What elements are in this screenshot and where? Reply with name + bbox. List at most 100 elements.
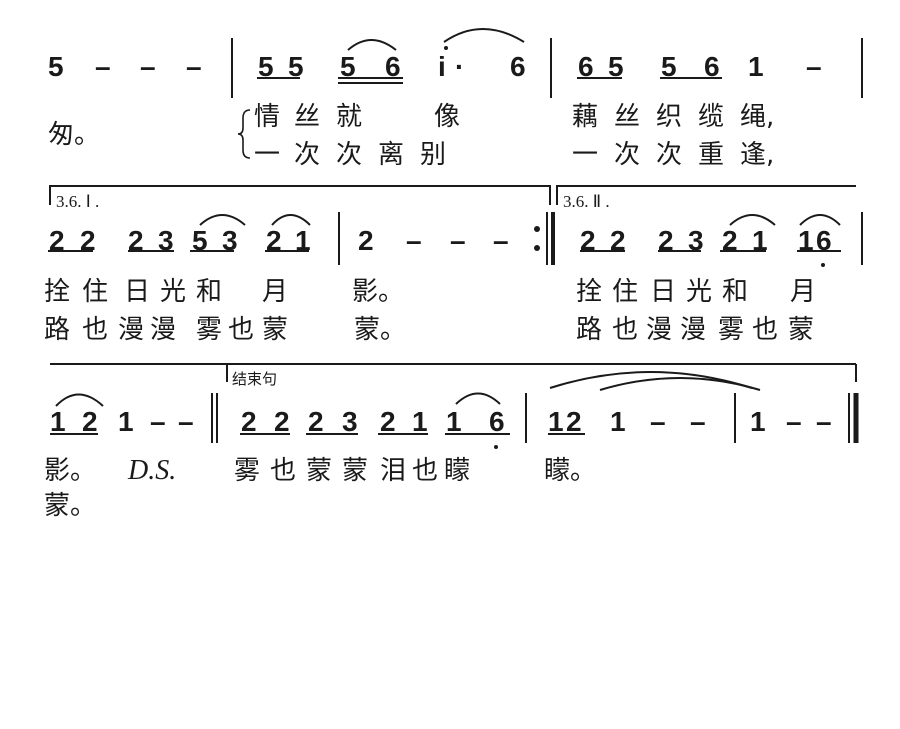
note: 6 — [704, 51, 720, 82]
lyric-char: 也 — [228, 315, 255, 345]
note: 1 — [750, 406, 766, 437]
lyric-char: 也 — [752, 315, 779, 345]
lyric-char: 月 — [262, 277, 289, 307]
note: 1 — [752, 225, 768, 256]
dash-note: – — [806, 51, 822, 82]
lyric-char: 也 — [82, 315, 109, 345]
lyric-char: 日 — [650, 277, 677, 307]
lyric-char: 住 — [612, 277, 639, 307]
lyric-char: 蒙 — [262, 315, 289, 345]
lyric-char: 和 — [196, 277, 223, 307]
octave-dot-below — [821, 263, 825, 267]
note: 1 — [610, 406, 626, 437]
note: 2 — [241, 406, 257, 437]
ending-bracket-1 — [49, 185, 551, 205]
lyric-char: 拴 — [576, 277, 603, 307]
lyric-char: 也 — [412, 456, 439, 486]
lyric-char: 次 — [294, 140, 321, 170]
note: 2 — [610, 225, 626, 256]
dot-note: · — [455, 51, 465, 82]
note: 2 — [380, 406, 396, 437]
lyric-char: 重 — [698, 140, 725, 170]
lyric-char: 泪 — [380, 456, 407, 486]
note: 1 — [412, 406, 428, 437]
lyric-char: 光 — [686, 277, 713, 307]
octave-dot-above — [444, 46, 448, 50]
slur-arc — [347, 39, 397, 51]
lyric-char: 影。 — [44, 456, 97, 486]
note: 2 — [722, 225, 738, 256]
dash-note: – — [95, 51, 111, 82]
lyric-char: 漫 — [646, 315, 673, 345]
lyric-char: 雾 — [196, 315, 223, 345]
repeat-dot — [534, 245, 540, 251]
note: 2 — [658, 225, 674, 256]
dash-note: – — [816, 406, 832, 437]
note: 2 — [358, 225, 374, 256]
dash-note: – — [493, 225, 509, 256]
note: 5 — [661, 51, 677, 82]
lyric-char: 次 — [614, 140, 641, 170]
note: 6 — [489, 406, 505, 437]
note: 5 — [258, 51, 274, 82]
note: 1 — [798, 225, 814, 256]
slur-arc — [271, 214, 311, 226]
lyric-char: 缆 — [698, 102, 725, 132]
note: 3 — [342, 406, 358, 437]
lyric-char: 藕 — [572, 102, 599, 132]
lyric-char: 漫 — [680, 315, 707, 345]
note: 2 — [128, 225, 144, 256]
lyric-char: 蒙。 — [354, 315, 407, 345]
lyric-brace-text: { — [244, 112, 245, 113]
note: 5 — [48, 51, 64, 82]
dash-note: – — [690, 406, 706, 437]
dash-note: – — [140, 51, 156, 82]
lyric-char: 蒙 — [342, 456, 369, 486]
note: 3 — [222, 225, 238, 256]
note: 1 — [50, 406, 66, 437]
lyric-char: 光 — [160, 277, 187, 307]
lyric-char: 织 — [656, 102, 683, 132]
lyric-char: 矇 — [444, 456, 471, 486]
note: 1 — [548, 406, 564, 437]
lyric-char: 次 — [336, 140, 363, 170]
note: 5 — [608, 51, 624, 82]
note: 2 — [49, 225, 65, 256]
lyric-char: 离 — [378, 140, 405, 170]
note: 1 — [118, 406, 134, 437]
repeat-dot — [534, 226, 540, 232]
lyric-char: 像 — [434, 102, 461, 132]
lyric-char: 也 — [270, 456, 297, 486]
lyric-char: 漫 — [118, 315, 145, 345]
lyric-char: 匆。 — [48, 120, 101, 150]
lyric-char: 丝 — [614, 102, 641, 132]
dash-note: – — [150, 406, 166, 437]
note: 6 — [816, 225, 832, 256]
lyric-char: 雾 — [718, 315, 745, 345]
lyric-char: 丝 — [294, 102, 321, 132]
dash-note: – — [786, 406, 802, 437]
note: 2 — [266, 225, 282, 256]
note: 6 — [385, 51, 401, 82]
lyric-char: 就 — [336, 102, 363, 132]
note: 5 — [192, 225, 208, 256]
note: 1 — [446, 406, 462, 437]
lyric-char: 住 — [82, 277, 109, 307]
lyric-char: 情 — [254, 102, 281, 132]
tie-arc-long — [599, 377, 761, 391]
note: 1 — [748, 51, 764, 82]
coda-label: 结束句 — [232, 370, 278, 388]
slur-arc — [443, 28, 525, 43]
lyric-char: 日 — [124, 277, 151, 307]
note: 2 — [80, 225, 96, 256]
dash-note: – — [450, 225, 466, 256]
lyric-brace — [237, 109, 251, 159]
note: 1 — [295, 225, 311, 256]
slur-arc — [729, 214, 776, 226]
lyric-char: 影。 — [352, 277, 405, 307]
dash-note: – — [650, 406, 666, 437]
volta-label-2: 3.6. Ⅱ . — [563, 192, 610, 211]
dash-note: – — [406, 225, 422, 256]
